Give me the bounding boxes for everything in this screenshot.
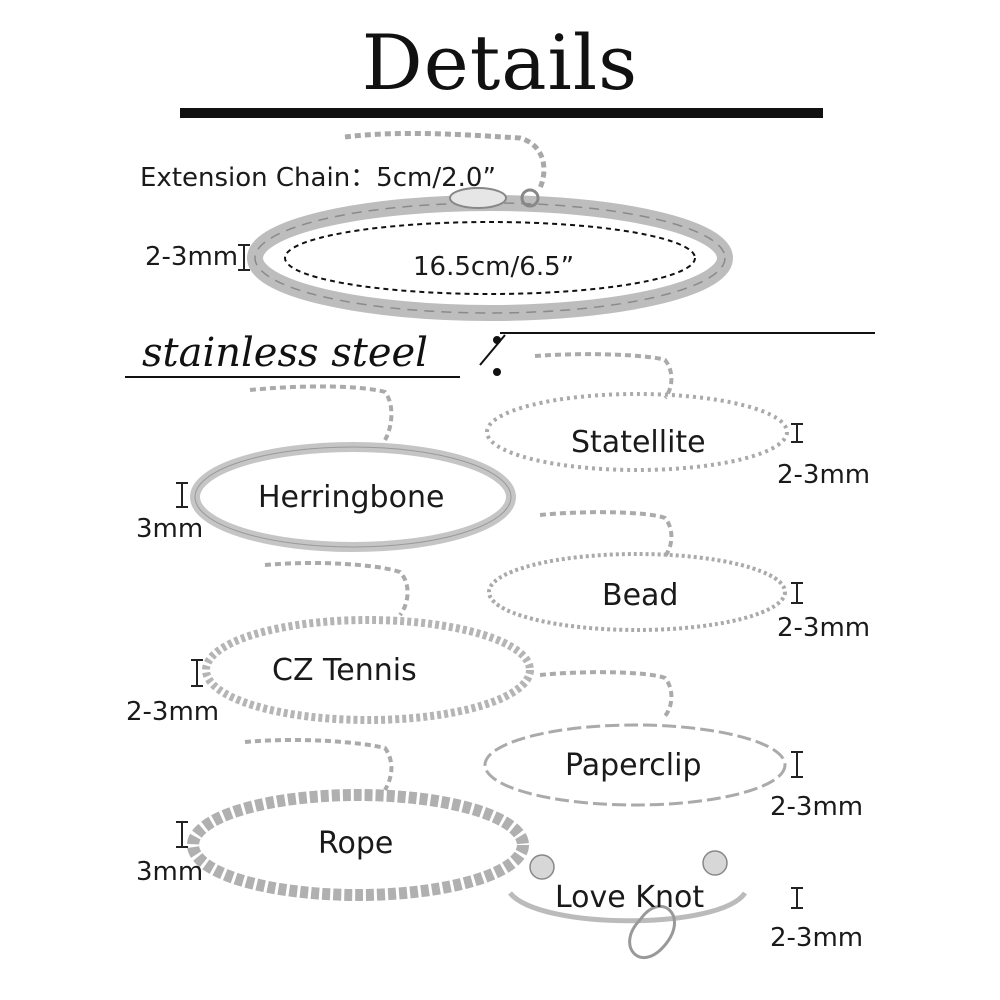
material-label: stainless steel <box>142 330 428 376</box>
bracelet-width-cz-tennis: 2-3mm <box>126 697 220 727</box>
bracelet-width-rope: 3mm <box>136 857 204 887</box>
bracelet-name-paperclip: Paperclip <box>565 748 702 783</box>
main-width-arrow <box>238 244 250 271</box>
page-title: Details <box>361 18 639 107</box>
extension-chain-label: Extension Chain：5cm/2.0” <box>140 157 496 194</box>
title-underline <box>180 108 823 118</box>
bracelet-name-statellite: Statellite <box>571 425 706 460</box>
bracelet-name-herringbone: Herringbone <box>258 480 445 515</box>
bracelet-name-love-knot: Love Knot <box>555 880 705 915</box>
bracelet-width-herringbone: 3mm <box>136 514 204 544</box>
extension-value-text: 5cm/2.0” <box>376 163 496 193</box>
left-bracelets <box>187 384 534 901</box>
main-length-label: 16.5cm/6.5” <box>413 252 575 282</box>
bracelet-width-bead: 2-3mm <box>777 613 871 643</box>
bracelet-width-love-knot: 2-3mm <box>770 923 864 953</box>
width-arrows <box>176 423 803 909</box>
bracelet-width-statellite: 2-3mm <box>777 460 871 490</box>
extension-label-text: Extension Chain： <box>140 163 377 193</box>
right-bracelets <box>483 352 789 959</box>
section-divider <box>125 332 875 378</box>
bracelet-name-cz-tennis: CZ Tennis <box>272 653 417 688</box>
bracelet-name-rope: Rope <box>318 826 394 861</box>
main-width-label: 2-3mm <box>145 242 239 272</box>
main-bracelet-drawing <box>247 130 733 321</box>
bracelet-name-bead: Bead <box>602 578 679 613</box>
bracelet-width-paperclip: 2-3mm <box>770 792 864 822</box>
